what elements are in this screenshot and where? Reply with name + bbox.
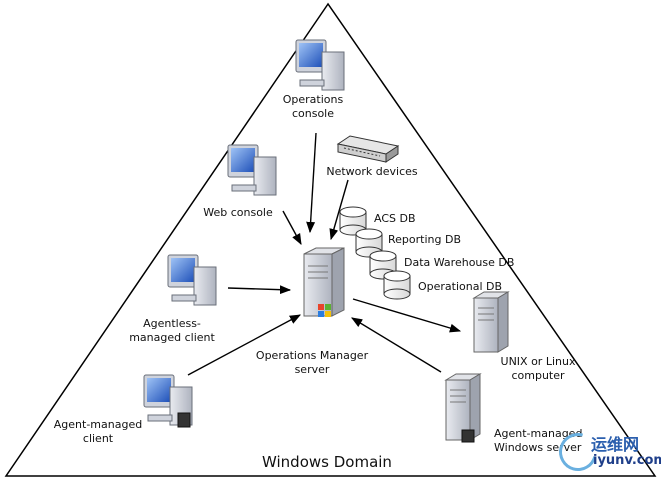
web-console-icon (227, 144, 277, 196)
agentless-client-icon (167, 254, 217, 306)
domain-boundary-triangle (4, 2, 657, 477)
watermark-cn-text: 运维网 (591, 435, 640, 454)
arrow-network-to-server (329, 179, 349, 241)
arrow-webconsole-to-server (282, 210, 302, 245)
database-stack (339, 206, 411, 300)
acs-db-label: ACS DB (374, 212, 416, 225)
ops-manager-server-icon (303, 247, 345, 317)
agent-windows-server-label: Agent-managed Windows server (494, 427, 583, 454)
watermark: 运维网 iyunv.com (552, 426, 661, 478)
domain-label: Windows Domain (262, 453, 392, 471)
agent-client-label: Agent-managed client (53, 418, 143, 445)
data-warehouse-db-label: Data Warehouse DB (404, 256, 515, 269)
reporting-db-icon (355, 228, 383, 258)
network-devices-label: Network devices (326, 165, 418, 178)
arrow-agent-client-to-server (187, 314, 301, 376)
unix-linux-server-icon (472, 291, 510, 353)
arrow-agentless-to-server (227, 285, 292, 295)
windows-logo-icon (318, 304, 331, 317)
network-device-icon (336, 135, 400, 163)
agent-client-icon (143, 374, 193, 428)
arrow-server-to-unix (352, 298, 462, 333)
watermark-en-text: iyunv.com (593, 453, 661, 468)
web-console-label: Web console (203, 206, 273, 219)
ops-manager-server-label: Operations Manager server (255, 349, 369, 376)
agent-windows-server-icon (444, 373, 482, 443)
arrow-console-to-server (306, 132, 317, 234)
unix-linux-label: UNIX or Linux computer (500, 355, 576, 382)
operations-console-label: Operations console (282, 93, 344, 120)
operational-db-icon (383, 270, 411, 300)
reporting-db-label: Reporting DB (388, 233, 461, 246)
arrow-windows-server-to-server (351, 317, 442, 373)
connection-arrows (187, 132, 462, 376)
operational-db-label: Operational DB (418, 280, 503, 293)
operations-console-icon (295, 39, 345, 91)
agentless-client-label: Agentless- managed client (129, 317, 215, 344)
